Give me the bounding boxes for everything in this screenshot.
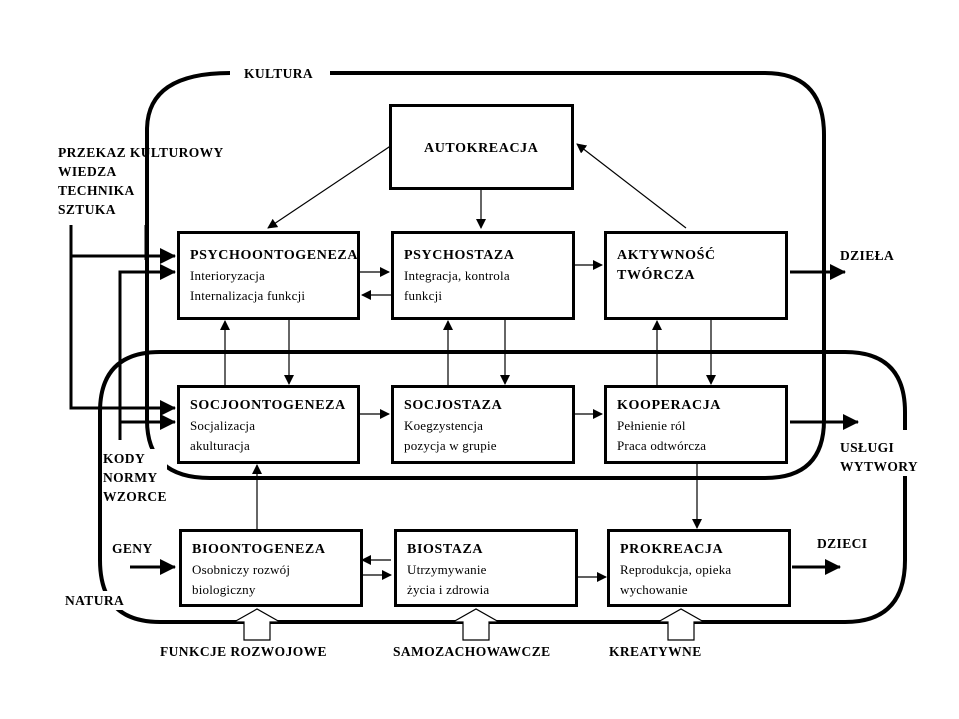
- hollow-arrow-developmental: [231, 608, 283, 641]
- hollow-arrow-creative: [655, 608, 707, 641]
- output-label-works: DZIEŁA: [840, 248, 895, 263]
- box-socjoontogeneza: SOCJOONTOGENEZA Socjalizacja akulturacja: [177, 385, 360, 464]
- output-label-children: DZIECI: [817, 536, 868, 551]
- box-title: KOOPERACJA: [617, 398, 721, 413]
- box-line: Koegzystencja: [404, 418, 484, 433]
- label-line: WYTWORY: [840, 459, 919, 474]
- box-title: PSYCHOONTOGENEZA: [190, 248, 359, 263]
- box-line: Osobniczy rozwój: [192, 562, 291, 577]
- box-line: Utrzymywanie: [407, 562, 487, 577]
- nature-boundary: [98, 350, 907, 624]
- label-line: USŁUGI: [840, 440, 895, 455]
- box-kooperacja: KOOPERACJA Pełnienie ról Praca odtwórcza: [604, 385, 788, 464]
- box-bioontogeneza: BIOONTOGENEZA Osobniczy rozwój biologicz…: [179, 529, 363, 607]
- label-line: SZTUKA: [58, 202, 116, 217]
- box-title: SOCJOSTAZA: [404, 398, 503, 413]
- box-title: PSYCHOSTAZA: [404, 248, 515, 263]
- codes-input-line-1: [118, 264, 176, 440]
- function-label-creative: KREATYWNE: [609, 644, 702, 659]
- box-socjostaza: SOCJOSTAZA Koegzystencja pozycja w grupi…: [391, 385, 575, 464]
- region-label-nature: NATURA: [65, 591, 125, 610]
- box-psychoontogeneza: PSYCHOONTOGENEZA Interioryzacja Internal…: [177, 231, 360, 320]
- box-line: życia i zdrowia: [407, 582, 490, 597]
- box-title: BIOONTOGENEZA: [192, 542, 326, 557]
- function-label-developmental: FUNKCJE ROZWOJOWE: [160, 644, 327, 659]
- region-label-culture: KULTURA: [238, 64, 320, 83]
- hollow-arrow-self-preservation: [450, 608, 502, 641]
- codes-input-line-2: [118, 414, 176, 440]
- label-line: TECHNIKA: [58, 183, 135, 198]
- box-title: BIOSTAZA: [407, 542, 484, 557]
- arrow-aktywnosc-to-autokreacja: [576, 143, 687, 229]
- box-line: wychowanie: [620, 582, 688, 597]
- box-title: SOCJOONTOGENEZA: [190, 398, 346, 413]
- box-line: Reprodukcja, opieka: [620, 562, 732, 577]
- genes-label: GENY: [112, 541, 153, 556]
- box-line: Pełnienie ról: [617, 418, 686, 433]
- box-biostaza: BIOSTAZA Utrzymywanie życia i zdrowia: [394, 529, 578, 607]
- box-title: AUTOKREACJA: [424, 141, 539, 156]
- culture-input-line-1: [69, 225, 176, 416]
- box-prokreacja: PROKREACJA Reprodukcja, opieka wychowani…: [607, 529, 791, 607]
- function-label-self-preservation: SAMOZACHOWAWCZE: [393, 644, 551, 659]
- box-line: pozycja w grupie: [404, 438, 497, 453]
- label-line: WIEDZA: [58, 164, 117, 179]
- box-line: funkcji: [404, 288, 443, 303]
- cultural-transmission-labels: PRZEKAZ KULTUROWY WIEDZA TECHNIKA SZTUKA: [58, 143, 224, 219]
- box-psychostaza: PSYCHOSTAZA Integracja, kontrola funkcji: [391, 231, 575, 320]
- culture-boundary: [145, 71, 826, 480]
- box-line: akulturacja: [190, 438, 250, 453]
- box-line: Socjalizacja: [190, 418, 256, 433]
- box-line: Integracja, kontrola: [404, 268, 510, 283]
- box-line: Interioryzacja: [190, 268, 265, 283]
- label-line: KODY: [103, 451, 146, 466]
- label-line: WZORCE: [103, 489, 167, 504]
- box-aktywnosc-tworcza: AKTYWNOŚĆ TWÓRCZA: [604, 231, 788, 320]
- box-line: biologiczny: [192, 582, 256, 597]
- label-line: PRZEKAZ KULTUROWY: [58, 145, 224, 160]
- label-line: NORMY: [103, 470, 158, 485]
- arrow-autokreacja-to-psychoontogeneza: [267, 144, 393, 229]
- box-autokreacja: AUTOKREACJA: [389, 104, 574, 190]
- box-title: AKTYWNOŚĆ: [617, 248, 716, 263]
- box-title-line2: TWÓRCZA: [617, 268, 696, 283]
- box-line: Internalizacja funkcji: [190, 288, 306, 303]
- codes-labels: KODY NORMY WZORCE: [103, 449, 167, 506]
- output-label-services: USŁUGI WYTWORY: [840, 438, 919, 476]
- box-line: Praca odtwórcza: [617, 438, 707, 453]
- box-title: PROKREACJA: [620, 542, 724, 557]
